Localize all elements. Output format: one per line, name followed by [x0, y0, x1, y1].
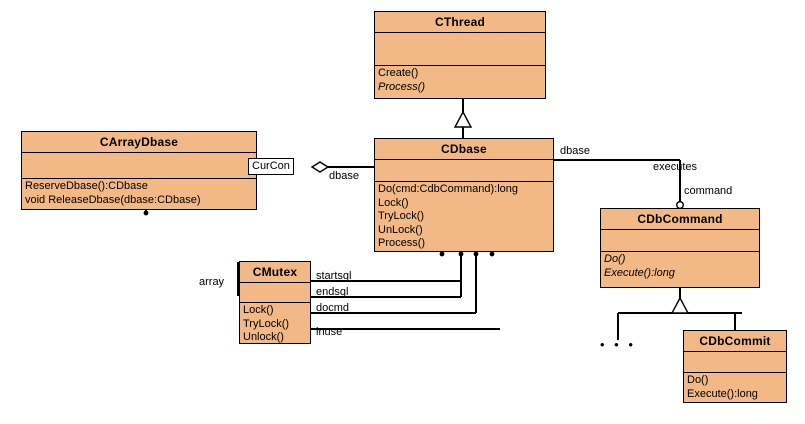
- operation-process: Process(): [378, 80, 426, 93]
- operation-do: Do(cmd:CdbCommand):long: [378, 183, 518, 195]
- class-cdbcommit-title: CDbCommit: [684, 331, 786, 352]
- class-cdbcommit-attributes: [684, 352, 786, 373]
- operation-lock: Lock(): [243, 304, 274, 316]
- class-cmutex-operations: Lock() TryLock() Unlock(): [240, 303, 310, 347]
- class-cdbase-attributes: [375, 160, 553, 182]
- class-cmutex-title: CMutex: [240, 262, 310, 283]
- operation-execute: Execute():long: [687, 387, 758, 400]
- class-cthread[interactable]: CThread Create() Process(): [374, 11, 546, 99]
- operation-releasedbase: void ReleaseDbase(dbase:CDbase): [25, 193, 201, 206]
- class-carraydbase-operations: ReserveDbase():CDbase void ReleaseDbase(…: [22, 179, 256, 209]
- class-cdbcommand-operations: Do() Execute():long: [601, 252, 759, 282]
- class-cdbase-title: CDbase: [375, 139, 553, 160]
- operation-reservedbase: ReserveDbase():CDbase: [25, 180, 148, 192]
- operation-do: Do(): [687, 374, 709, 386]
- operation-unlock: UnLock(): [378, 223, 423, 236]
- operation-lock: Lock(): [378, 196, 409, 209]
- class-cdbcommit-operations: Do() Execute():long: [684, 373, 786, 403]
- operation-unlock: Unlock(): [243, 331, 284, 343]
- class-cthread-title: CThread: [375, 12, 545, 33]
- class-cdbcommand-attributes: [601, 230, 759, 252]
- class-cthread-operations: Create() Process(): [375, 66, 545, 96]
- edge-label-dbase-left: dbase: [329, 170, 359, 182]
- class-carraydbase[interactable]: CArrayDbase ReserveDbase():CDbase void R…: [21, 131, 257, 210]
- class-carraydbase-title: CArrayDbase: [22, 132, 256, 153]
- operation-process: Process(): [378, 237, 426, 249]
- association-dot-carraydbase: [143, 210, 149, 216]
- operation-trylock: TryLock(): [243, 317, 290, 330]
- edge-label-docmd: docmd: [316, 302, 350, 314]
- role-label-curcon: CurCon: [248, 158, 294, 175]
- aggregation-diamond-curcon: [310, 161, 330, 173]
- edge-label-endsql: endsql: [316, 286, 349, 298]
- generalization-triangle-cthread: [453, 110, 473, 128]
- class-cdbase-operations: Do(cmd:CdbCommand):long Lock() TryLock()…: [375, 182, 553, 253]
- class-cdbcommand[interactable]: CDbCommand Do() Execute():long: [600, 208, 760, 288]
- edge-label-command: command: [684, 185, 733, 197]
- edge-label-array: array: [199, 276, 225, 288]
- operation-trylock: TryLock(): [378, 210, 425, 222]
- class-cdbase[interactable]: CDbase Do(cmd:CdbCommand):long Lock() Tr…: [374, 138, 554, 252]
- edge-label-executes: executes: [653, 161, 698, 173]
- class-cthread-attributes: [375, 33, 545, 66]
- class-carraydbase-attributes: [22, 153, 256, 179]
- generalization-triangle-cdbcommand: [670, 296, 690, 314]
- class-cdbcommit[interactable]: CDbCommit Do() Execute():long: [683, 330, 787, 403]
- operation-create: Create(): [378, 67, 419, 79]
- class-cdbcommand-title: CDbCommand: [601, 209, 759, 230]
- edge-label-dbase-right: dbase: [560, 145, 590, 157]
- operation-execute: Execute():long: [604, 266, 675, 279]
- edge-label-startsql: startsql: [316, 270, 352, 282]
- operation-do: Do(): [604, 253, 626, 265]
- class-cmutex-attributes: [240, 283, 310, 303]
- edge-label-ellipsis: • • •: [600, 337, 636, 352]
- edge-label-inuse: inuse: [316, 326, 343, 338]
- class-cmutex[interactable]: CMutex Lock() TryLock() Unlock(): [239, 261, 311, 344]
